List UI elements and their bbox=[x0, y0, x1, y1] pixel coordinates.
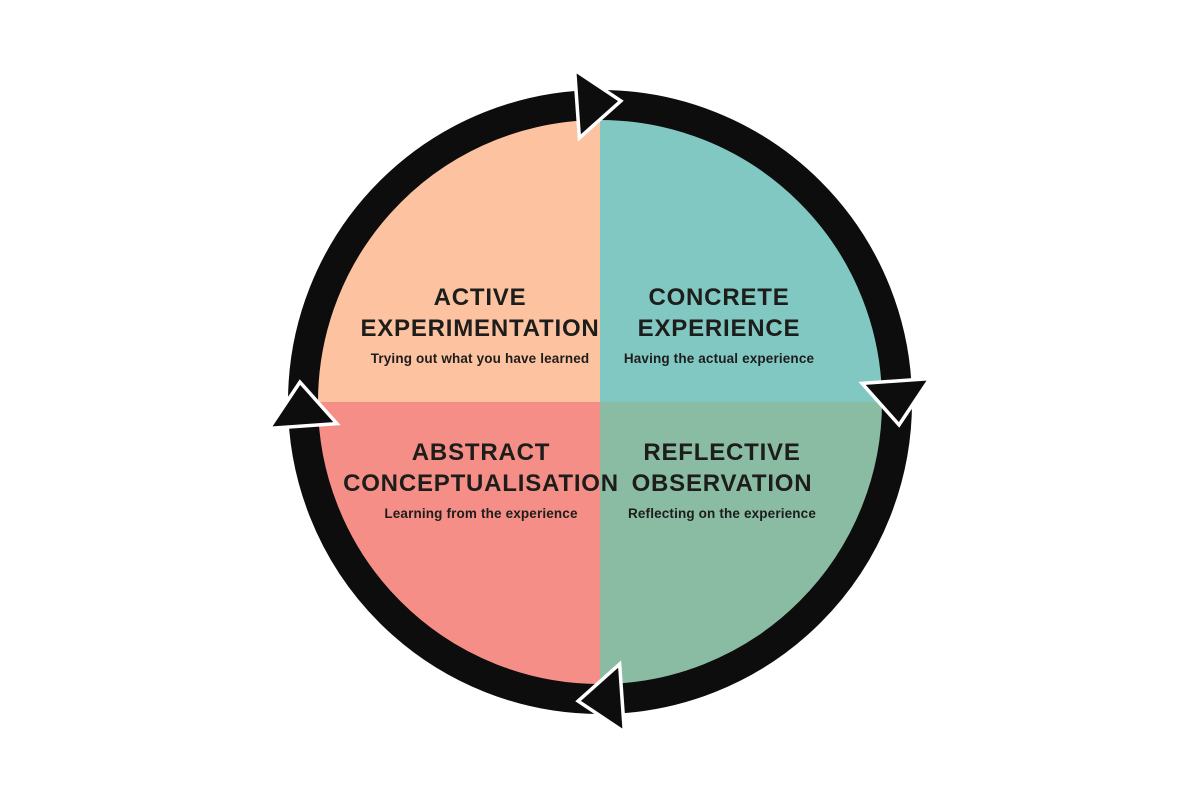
quadrant-title-line: REFLECTIVE bbox=[643, 439, 801, 466]
quadrant-title-line: EXPERIENCE bbox=[637, 315, 801, 342]
label-concrete-experience: CONCRETE EXPERIENCE Having the actual ex… bbox=[624, 282, 814, 366]
cycle-arrow-left-icon bbox=[265, 379, 341, 431]
quadrant-title-line: ABSTRACT bbox=[411, 439, 551, 466]
quadrant-title-line: CONCEPTUALISATION bbox=[343, 470, 619, 497]
cycle-arrow-top-icon bbox=[572, 66, 624, 142]
quadrant-subtitle: Reflecting on the experience bbox=[628, 506, 816, 521]
quadrant-reflective-observation bbox=[600, 402, 884, 686]
quadrant-title-line: EXPERIMENTATION bbox=[360, 315, 600, 342]
quadrant-subtitle: Trying out what you have learned bbox=[370, 351, 590, 366]
quadrant-subtitle: Having the actual experience bbox=[623, 351, 815, 366]
cycle-arrows bbox=[265, 66, 934, 736]
label-reflective-observation: REFLECTIVE OBSERVATION Reflecting on the… bbox=[628, 437, 816, 521]
quadrant-subtitle: Learning from the experience bbox=[384, 506, 578, 521]
quadrant-disc bbox=[316, 118, 884, 686]
quadrant-concrete-experience bbox=[600, 118, 884, 402]
quadrant-title-line: OBSERVATION bbox=[631, 470, 813, 497]
cycle-arrow-bottom-icon bbox=[575, 660, 627, 736]
cycle-arrow-right-icon bbox=[858, 376, 934, 428]
label-abstract-conceptualisation: ABSTRACT CONCEPTUALISATION Learning from… bbox=[343, 437, 619, 521]
quadrant-active-experimentation bbox=[316, 118, 600, 402]
quadrant-abstract-conceptualisation bbox=[316, 402, 600, 686]
quadrant-title-line: CONCRETE bbox=[648, 284, 790, 311]
quadrant-title-line: ACTIVE bbox=[433, 284, 527, 311]
label-active-experimentation: ACTIVE EXPERIMENTATION Trying out what y… bbox=[360, 282, 599, 366]
